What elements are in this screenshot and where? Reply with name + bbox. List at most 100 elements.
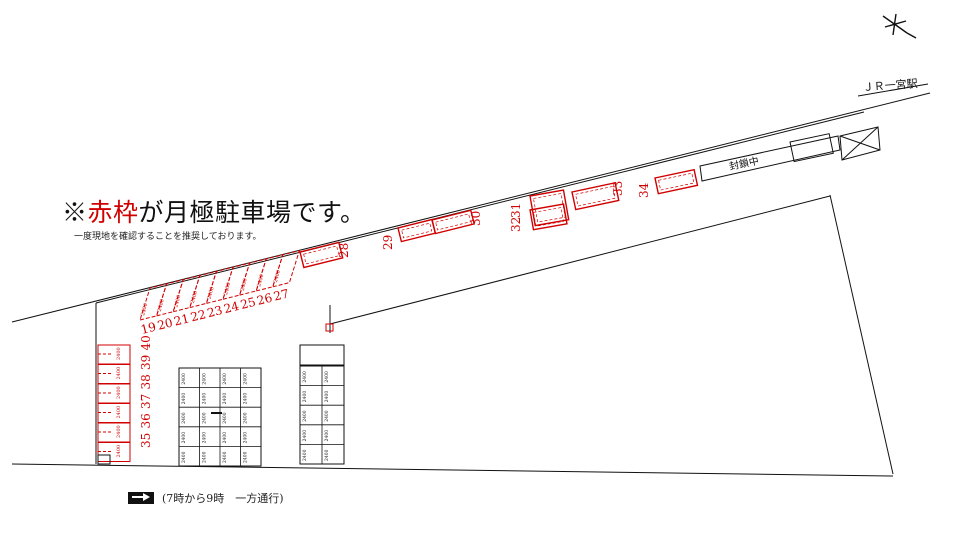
stall-size-label: 2400 [243,451,249,463]
lot-north-boundary [329,195,831,325]
space-row-19-27: 2400192400202400212400222400232400242400… [139,249,301,337]
road-south-line [11,463,894,477]
space-number-34: 34 [637,182,651,198]
space-29 [397,218,437,243]
space-number-35: 35 [139,433,153,448]
space-number-24: 24 [222,299,241,316]
space-number-23: 23 [206,303,224,320]
subline: 一度現地を確認することを推奨しております。 [74,232,262,242]
stall-size-label: 2400 [324,371,330,383]
space-frame [529,203,568,231]
stall-size-label: 2400 [202,412,208,424]
lot-east-boundary [829,194,894,475]
space-number-30: 30 [469,211,483,226]
space-number-21: 21 [173,311,191,328]
space-frame [571,182,620,211]
space-size-label: 2400 [116,386,122,399]
space-number-40: 40 [139,335,153,350]
space-inner [303,245,340,265]
stall-size-label: 2400 [302,391,308,403]
station-marker: ＪＲ一宮駅 [857,76,929,97]
space-32 [529,203,568,231]
stall-size-label: 2400 [302,371,308,383]
space-size-label: 2400 [116,367,122,380]
space-number-36: 36 [139,413,153,428]
stall-size-label: 2400 [243,393,249,405]
stall-size-label: 2400 [181,451,187,463]
space-36 [97,422,131,443]
headline-prefix: ※ [62,198,88,227]
space-size-label: 2400 [273,269,282,283]
space-40 [97,344,131,365]
space-38 [97,383,131,404]
stall-size-label: 2400 [202,432,208,444]
station-label: ＪＲ一宮駅 [862,76,918,94]
space-28 [299,241,344,269]
stall-size-label: 2400 [202,373,208,385]
stall-size-label: 2400 [222,412,228,424]
stall-size-label: 2400 [243,373,249,385]
stall-size-label: 2400 [324,391,330,403]
stall-size-label: 2400 [181,373,187,385]
space-size-label: 2400 [240,278,249,292]
space-inner [401,222,433,239]
stall-size-label: 2400 [181,412,187,424]
stall-size-label: 2400 [302,430,308,442]
entrance-marker [97,454,111,465]
stall-size-label: 2400 [181,393,187,405]
space-34 [654,168,699,195]
east-block-head [299,344,345,366]
space-number-29: 29 [381,235,395,250]
space-inner [658,172,695,191]
space-number-38: 38 [139,374,153,389]
space-frame [431,209,476,235]
space-size-label: 2400 [223,282,232,296]
road-edge-line [11,92,931,323]
post-marker [325,323,334,332]
space-size-label: 2400 [207,286,216,300]
space-number-28: 28 [337,243,351,258]
space-size-label: 2400 [140,303,149,317]
stall-size-label: 2400 [222,451,228,463]
space-size-label: 2400 [173,294,182,308]
space-number-37: 37 [139,394,153,409]
space-frame [299,241,344,269]
space-inner [435,213,471,231]
space-number-31: 31 [509,203,523,218]
closed-gate [699,126,881,182]
stall-size-label: 2400 [243,412,249,424]
stall-size-label: 2400 [302,449,308,461]
space-35 [97,442,131,462]
space-size-label: 2400 [157,299,166,313]
road-inner-line [95,111,865,304]
space-number-20: 20 [156,315,174,332]
space-number-32: 32 [509,217,523,232]
road-lines [11,92,931,477]
space-39 [97,364,131,384]
space-33 [571,182,620,211]
space-number-22: 22 [189,307,207,324]
space-27 [272,249,301,288]
space-size-label: 2400 [116,347,122,360]
space-size-label: 2400 [190,290,199,304]
space-37 [97,403,131,423]
space-number-33: 33 [611,181,625,196]
stall-size-label: 2400 [222,432,228,444]
space-size-label: 2400 [116,445,122,458]
space-inner [533,207,564,227]
north-arrow-icon [882,13,917,39]
legend-text: (7時から9時 一方通行) [162,492,284,505]
closed-road-outline [699,135,841,182]
gate-cross-2 [841,126,879,161]
space-size-label: 2400 [116,406,122,419]
space-number-25: 25 [239,295,257,312]
space-frame [529,189,570,227]
space-size-label: 2400 [116,425,122,438]
monthly-parking-spaces: 2400192400202400212400222400232400242400… [97,168,699,462]
stall-size-label: 2400 [324,449,330,461]
stall-size-label: 2400 [181,432,187,444]
space-31 [529,189,570,227]
